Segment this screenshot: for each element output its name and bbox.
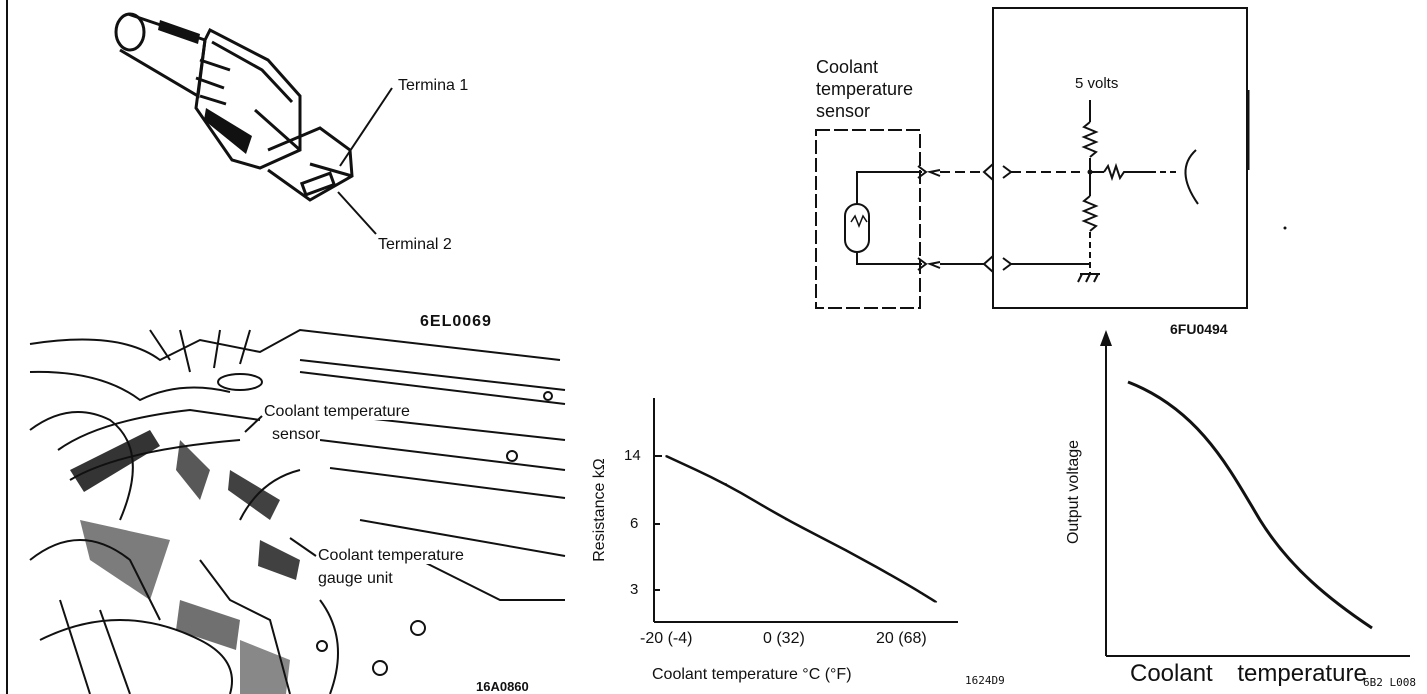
resistance-y-tick-label-3: 3 [630,581,639,598]
sensor-callout-line1: Coolant temperature [264,403,410,420]
resistance-data-point-5 [935,601,937,603]
resistance-data-point-0 [665,455,667,457]
circuit-sensor-label-line3: sensor [816,101,871,121]
terminal-1-label: Termina 1 [398,77,469,94]
resistance-data-point-3 [845,549,847,551]
resistance-x-tick-label-neg20: -20 (-4) [640,630,693,647]
terminal-2-label: Terminal 2 [378,236,452,253]
voltage-figure-code: 6B2 L008 [1363,676,1416,689]
gauge-callout-line1: Coolant temperature [318,547,464,564]
page-left-border [6,0,8,694]
resistance-figure-code: 1624D9 [965,674,1005,687]
resistance-x-axis-title: Coolant temperature °C (°F) [652,666,852,683]
circuit-sensor-label-line2: temperature [816,79,914,99]
voltage-x-axis-title: Coolant temperature [1130,660,1367,687]
circuit-figure-code: 6FU0494 [1170,321,1228,337]
resistance-x-tick-label-20: 20 (68) [876,630,927,647]
gauge-callout-line2: gauge unit [318,570,393,587]
resistance-data-point-2 [785,518,787,521]
circuit-sensor-label-line1: Coolant [816,57,879,77]
resistance-x-tick-label-0: 0 (32) [763,630,805,647]
engine-photo-code: 16A0860 [476,679,529,694]
resistance-y-tick-label-14: 14 [624,447,641,464]
resistance-curve [665,454,937,604]
resistance-data-point-1 [725,483,727,485]
sensor-callout-line2: sensor [272,426,321,443]
voltage-curve [1127,380,1373,630]
resistance-data-point-4 [905,582,907,585]
voltage-y-axis-title: Output voltage [1065,439,1082,545]
resistance-y-tick-label-6: 6 [630,515,639,532]
supply-voltage-label: 5 volts [1075,75,1119,92]
sensor-figure-code: 6EL0069 [420,313,492,330]
